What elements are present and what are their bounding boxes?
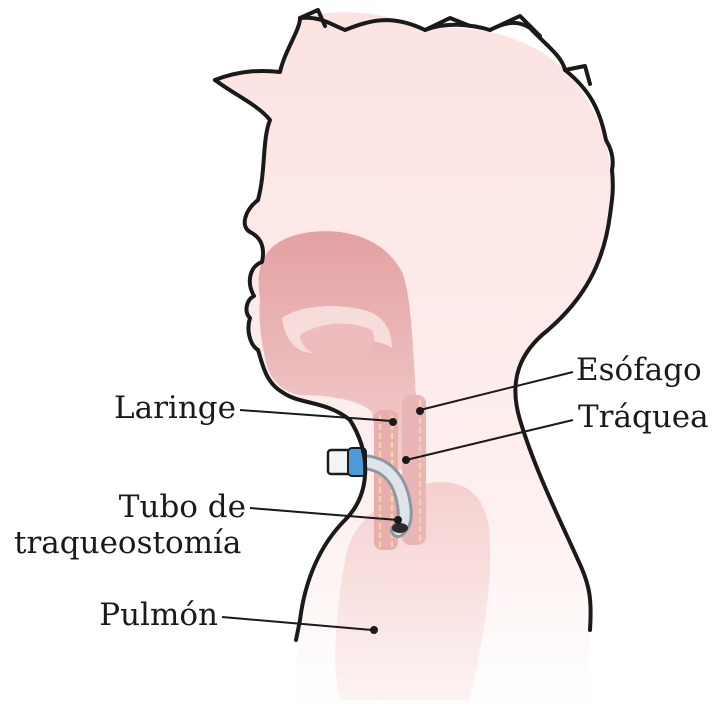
label-esofago: Esófago bbox=[576, 353, 702, 387]
esofago-dot bbox=[417, 408, 423, 414]
label-laringe: Laringe bbox=[104, 391, 236, 425]
label-tubo-line1: Tubo de bbox=[104, 490, 246, 524]
label-traquea: Tráquea bbox=[578, 400, 709, 434]
tubo-dot bbox=[395, 517, 401, 523]
laringe-dot bbox=[390, 419, 396, 425]
label-tubo-line2: traqueostomía bbox=[14, 526, 241, 560]
label-pulmon: Pulmón bbox=[80, 598, 218, 632]
traquea-dot bbox=[403, 457, 409, 463]
pulmon-dot bbox=[371, 627, 377, 633]
